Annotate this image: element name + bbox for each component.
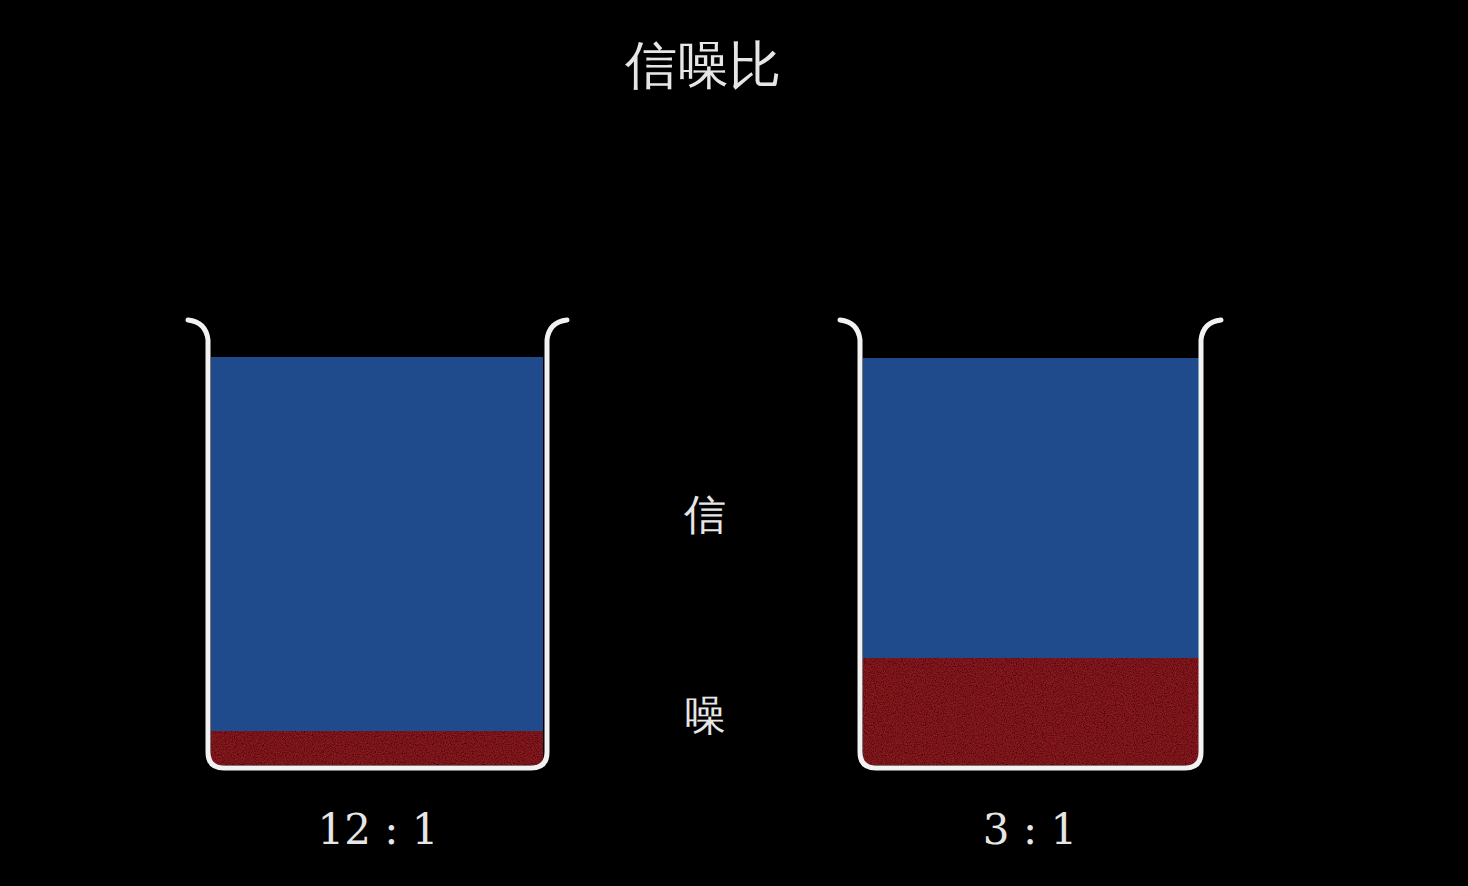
signal-fill: [211, 357, 543, 732]
signal-label: 信: [684, 492, 726, 538]
noise-fill: [211, 731, 543, 765]
beaker-outline: [840, 320, 1221, 768]
signal-fill: [863, 358, 1199, 659]
ratio-label: 12 : 1: [317, 807, 438, 853]
beaker-outline: [188, 320, 567, 768]
noise-fill: [863, 658, 1199, 765]
ratio-label: 3 : 1: [983, 807, 1077, 853]
noise-label: 噪: [684, 693, 726, 739]
title: 信噪比: [625, 37, 781, 94]
